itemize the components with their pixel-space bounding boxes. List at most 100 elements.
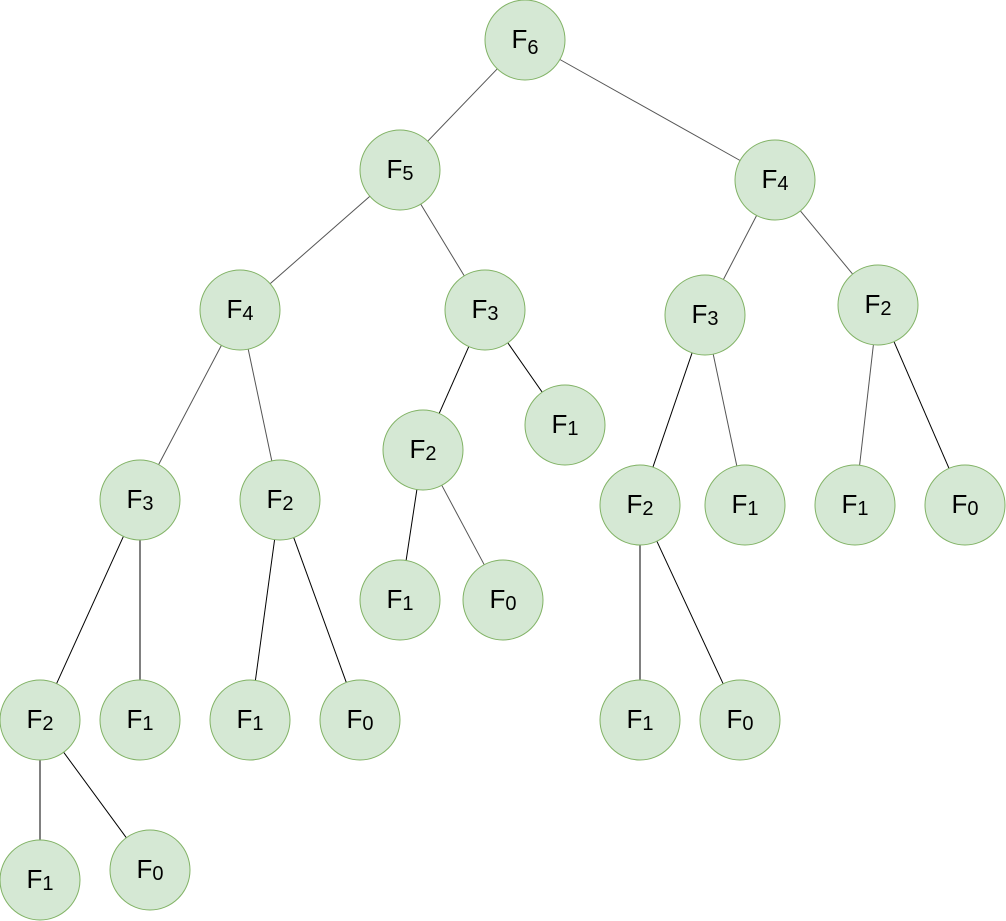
- tree-node-n23: F0: [699, 679, 781, 761]
- tree-node-label-base: F: [26, 864, 42, 894]
- tree-node-n5: F3: [444, 269, 526, 351]
- tree-node-n12: F2: [599, 464, 681, 546]
- tree-edge-n1-n3: [559, 59, 741, 161]
- tree-node-label: F0: [136, 854, 163, 885]
- tree-node-label-base: F: [864, 289, 880, 319]
- tree-node-n10: F2: [382, 409, 464, 491]
- tree-node-n2: F5: [359, 129, 441, 211]
- tree-edge-n10-n21: [441, 485, 485, 565]
- tree-node-label-base: F: [126, 704, 142, 734]
- tree-node-circle: [359, 559, 441, 641]
- tree-node-circle: [0, 679, 81, 761]
- tree-node-label-base: F: [136, 854, 152, 884]
- tree-edge-n3-n7: [800, 210, 853, 275]
- tree-node-label-subscript: 1: [747, 498, 758, 520]
- tree-node-label: F3: [126, 484, 153, 515]
- tree-edge-n4-n9: [247, 348, 273, 462]
- tree-node-label: F0: [489, 584, 516, 615]
- tree-node-n25: F0: [109, 829, 191, 911]
- tree-edge-n10-n20: [405, 489, 418, 561]
- tree-edge-n2-n5: [420, 203, 465, 277]
- tree-node-label-subscript: 0: [742, 713, 753, 735]
- tree-node-n1: F6: [484, 0, 566, 81]
- tree-node-label: F1: [126, 704, 153, 735]
- tree-node-label: F2: [864, 289, 891, 320]
- tree-node-label-subscript: 2: [642, 498, 653, 520]
- tree-node-circle: [599, 464, 681, 546]
- tree-node-label: F2: [626, 489, 653, 520]
- tree-node-label-subscript: 0: [362, 713, 373, 735]
- tree-node-label-subscript: 1: [42, 873, 53, 895]
- tree-node-label: F4: [226, 294, 253, 325]
- tree-node-label: F2: [409, 434, 436, 465]
- tree-node-n9: F2: [239, 459, 321, 541]
- tree-node-label-subscript: 1: [252, 713, 263, 735]
- tree-node-label-base: F: [761, 164, 777, 194]
- tree-node-label: F4: [761, 164, 788, 195]
- tree-node-label-base: F: [471, 294, 487, 324]
- tree-node-label-base: F: [409, 434, 425, 464]
- tree-node-n17: F1: [99, 679, 181, 761]
- tree-node-n15: F0: [924, 464, 1006, 546]
- tree-node-n3: F4: [734, 139, 816, 221]
- tree-node-label-subscript: 0: [152, 863, 163, 885]
- tree-node-n24: F1: [0, 839, 81, 921]
- tree-node-label-base: F: [951, 489, 967, 519]
- tree-node-label-subscript: 4: [777, 173, 788, 195]
- tree-node-label-subscript: 4: [242, 303, 253, 325]
- tree-node-label: F1: [386, 584, 413, 615]
- tree-edge-n1-n2: [427, 68, 498, 142]
- tree-node-n11: F1: [524, 384, 606, 466]
- tree-node-label-base: F: [226, 294, 242, 324]
- tree-node-label-subscript: 0: [505, 593, 516, 615]
- tree-node-circle: [0, 839, 81, 921]
- tree-node-circle: [704, 464, 786, 546]
- tree-node-label-subscript: 2: [282, 493, 293, 515]
- tree-edge-n3-n6: [722, 215, 758, 280]
- tree-node-label: F1: [841, 489, 868, 520]
- tree-node-n13: F1: [704, 464, 786, 546]
- tree-node-label-base: F: [626, 704, 642, 734]
- tree-node-circle: [599, 679, 681, 761]
- tree-node-label-subscript: 1: [402, 593, 413, 615]
- tree-node-circle: [359, 129, 441, 211]
- tree-node-label-subscript: 3: [487, 303, 498, 325]
- tree-node-label-subscript: 2: [425, 443, 436, 465]
- tree-node-circle: [664, 274, 746, 356]
- tree-node-label-base: F: [386, 584, 402, 614]
- tree-node-label: F5: [386, 154, 413, 185]
- tree-edge-n7-n15: [893, 341, 950, 469]
- tree-node-n19: F0: [319, 679, 401, 761]
- tree-node-label: F1: [236, 704, 263, 735]
- tree-node-circle: [734, 139, 816, 221]
- tree-node-label-base: F: [236, 704, 252, 734]
- tree-node-label-base: F: [551, 409, 567, 439]
- tree-node-circle: [109, 829, 191, 911]
- tree-node-circle: [444, 269, 526, 351]
- tree-node-label-base: F: [266, 484, 282, 514]
- tree-node-label-base: F: [691, 299, 707, 329]
- tree-node-label-base: F: [841, 489, 857, 519]
- tree-node-circle: [99, 459, 181, 541]
- tree-node-label: F2: [266, 484, 293, 515]
- tree-edge-n5-n10: [438, 346, 470, 414]
- tree-node-n18: F1: [209, 679, 291, 761]
- tree-node-label: F6: [511, 24, 538, 59]
- tree-node-label-base: F: [126, 484, 142, 514]
- tree-node-n20: F1: [359, 559, 441, 641]
- tree-node-label-base: F: [386, 154, 402, 184]
- tree-node-label-subscript: 3: [707, 308, 718, 330]
- tree-node-circle: [239, 459, 321, 541]
- tree-node-label-subscript: 0: [967, 498, 978, 520]
- tree-node-label-subscript: 1: [567, 418, 578, 440]
- tree-node-circle: [814, 464, 896, 546]
- tree-node-label-base: F: [626, 489, 642, 519]
- tree-edge-n9-n18: [254, 539, 276, 681]
- tree-node-label-subscript: 2: [42, 713, 53, 735]
- tree-node-n6: F3: [664, 274, 746, 356]
- tree-node-label-subscript: 2: [880, 298, 891, 320]
- tree-edge-n7-n14: [859, 344, 874, 466]
- tree-node-label: F1: [26, 864, 53, 895]
